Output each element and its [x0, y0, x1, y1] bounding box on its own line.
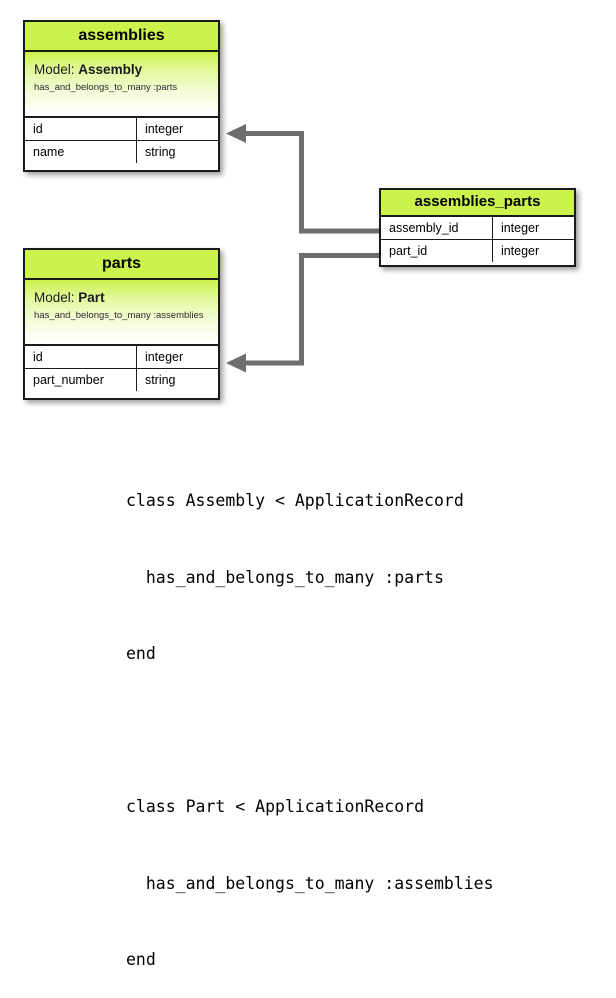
field-type: integer: [136, 346, 218, 368]
model-label: Model:: [34, 290, 75, 305]
entity-assemblies-model-info: Model: Assembly has_and_belongs_to_many …: [25, 52, 218, 118]
code-line: end: [126, 644, 156, 663]
table-row: id integer: [25, 346, 218, 369]
association-line: has_and_belongs_to_many :assemblies: [34, 309, 204, 321]
code-line: class Part < ApplicationRecord: [126, 797, 425, 816]
association-line: has_and_belongs_to_many :parts: [34, 81, 178, 93]
model-line: Model: Part: [34, 290, 209, 306]
field-type: integer: [136, 118, 218, 140]
entity-parts[interactable]: parts Model: Part has_and_belongs_to_man…: [23, 248, 220, 400]
connector-lines: [226, 124, 379, 373]
arrowhead-to-parts: [226, 353, 246, 373]
entity-parts-title: parts: [25, 250, 218, 280]
code-line: has_and_belongs_to_many :parts: [126, 567, 444, 587]
er-diagram: assemblies Model: Assembly has_and_belon…: [0, 0, 616, 420]
field-name: part_id: [381, 240, 493, 262]
table-row: part_number string: [25, 369, 218, 391]
code-line-blank: [126, 718, 494, 744]
model-label: Model:: [34, 62, 75, 77]
table-row: assembly_id integer: [381, 217, 574, 240]
field-type: string: [136, 141, 218, 163]
code-line: has_and_belongs_to_many :assemblies: [126, 873, 494, 893]
field-name: assembly_id: [381, 217, 493, 239]
field-name: part_number: [25, 369, 137, 391]
field-type: integer: [492, 217, 574, 239]
entity-parts-model-info: Model: Part has_and_belongs_to_many :ass…: [25, 280, 218, 346]
entity-assemblies-parts[interactable]: assemblies_parts assembly_id integer par…: [379, 188, 576, 267]
entity-assemblies[interactable]: assemblies Model: Assembly has_and_belon…: [23, 20, 220, 172]
field-name: name: [25, 141, 137, 163]
field-name: id: [25, 118, 137, 140]
entity-assemblies-parts-title: assemblies_parts: [381, 190, 574, 217]
model-line: Model: Assembly: [34, 62, 209, 78]
table-row: part_id integer: [381, 240, 574, 262]
field-type: integer: [492, 240, 574, 262]
code-line: class Assembly < ApplicationRecord: [126, 491, 464, 510]
connector-part-id: [226, 253, 379, 373]
code-snippet: class Assembly < ApplicationRecord has_a…: [126, 437, 494, 998]
table-row: name string: [25, 141, 218, 163]
table-row: id integer: [25, 118, 218, 141]
field-type: string: [136, 369, 218, 391]
model-name: Part: [78, 290, 105, 305]
code-line: end: [126, 950, 156, 969]
arrowhead-to-assemblies: [226, 124, 246, 143]
connector-assembly-id: [226, 124, 379, 234]
entity-assemblies-title: assemblies: [25, 22, 218, 52]
field-name: id: [25, 346, 137, 368]
model-name: Assembly: [78, 62, 143, 77]
